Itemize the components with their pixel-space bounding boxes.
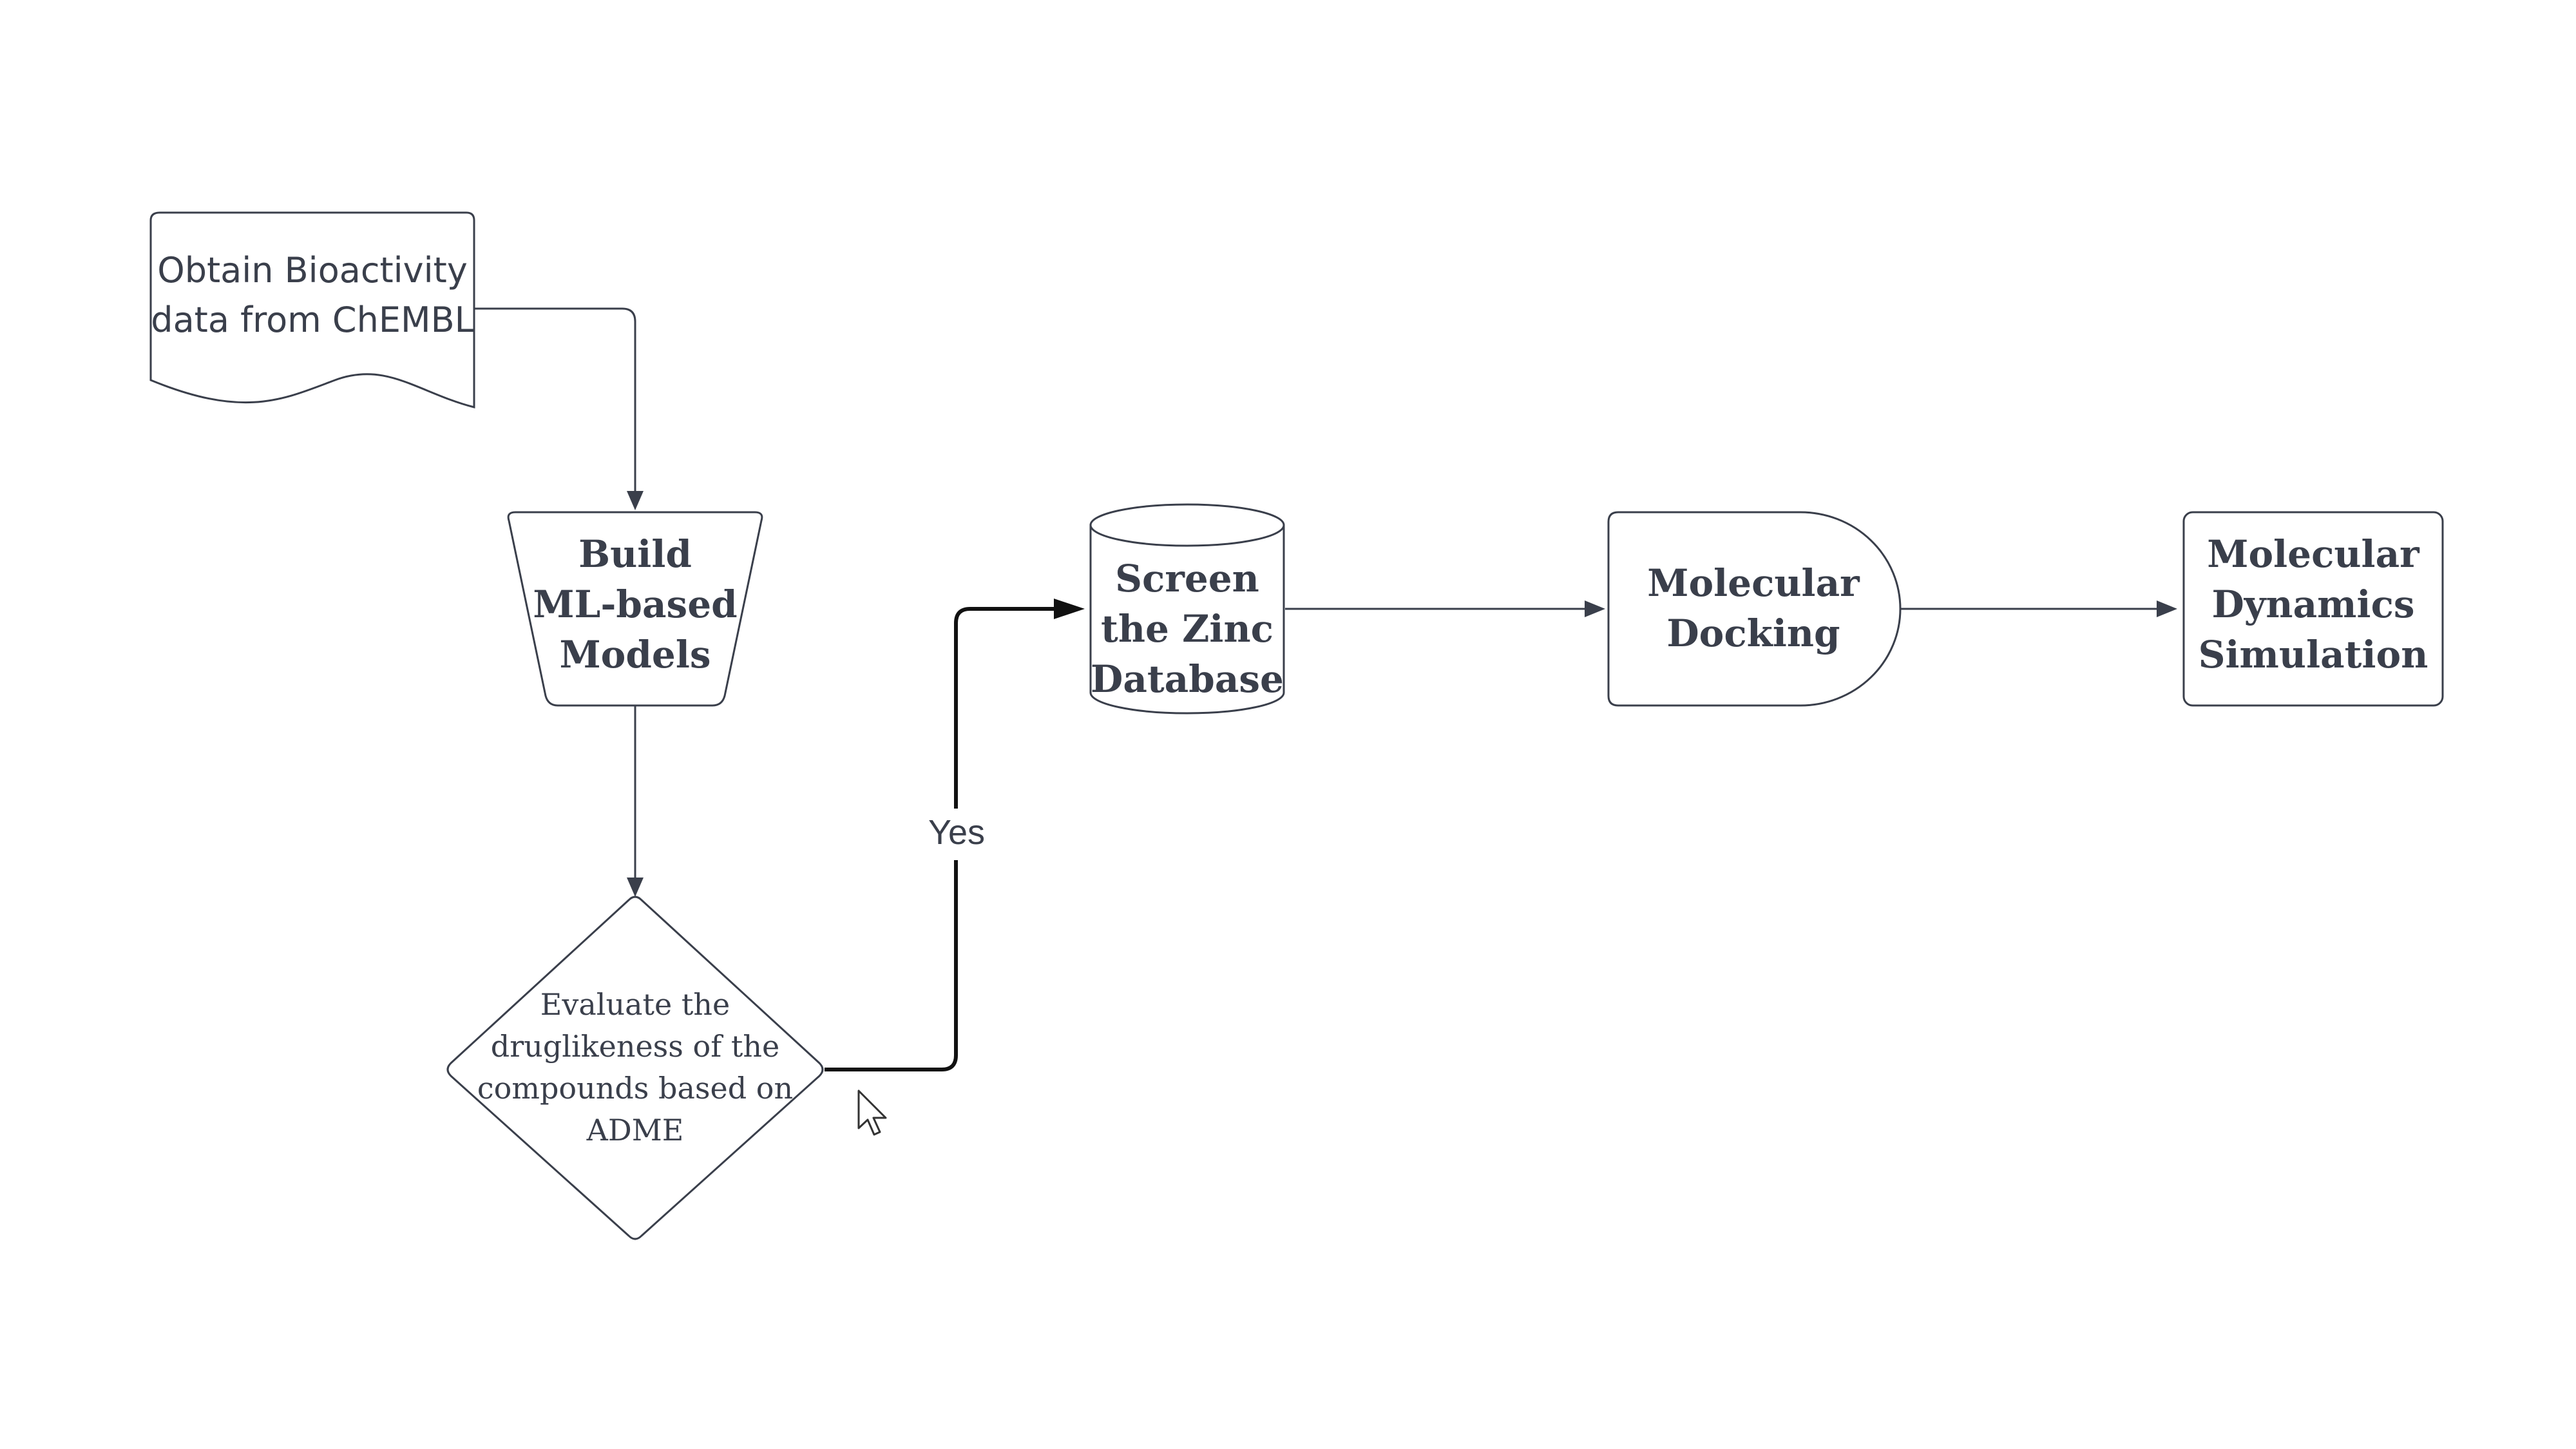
node-evaluate-line-4: ADME (586, 1113, 684, 1147)
cylinder-top (1089, 503, 1285, 547)
node-screen-line-2: the Zinc (1101, 607, 1274, 651)
edge-evaluate-to-screen[interactable]: Yes (825, 599, 1085, 1071)
node-evaluate-line-1: Evaluate the (540, 987, 730, 1022)
node-build-line-3: Models (559, 633, 711, 677)
node-obtain-bioactivity[interactable]: Obtain Bioactivity data from ChEMBL (149, 211, 475, 408)
node-molecular-docking[interactable]: Molecular Docking (1607, 511, 1902, 707)
edge-screen-to-docking[interactable] (1285, 600, 1605, 617)
trapezoid-shape (507, 511, 763, 707)
node-molecular-dynamics[interactable]: Molecular Dynamics Simulation (2182, 511, 2444, 707)
node-evaluate-line-3: compounds based on (477, 1071, 793, 1106)
edge-obtain-to-build[interactable] (474, 307, 644, 510)
edge-build-to-evaluate[interactable] (627, 705, 644, 897)
mouse-pointer-icon (857, 1089, 887, 1136)
node-evaluate-druglikeness[interactable]: Evaluate the druglikeness of the compoun… (446, 896, 824, 1240)
node-docking-line-2: Docking (1666, 611, 1840, 655)
node-build-line-2: ML-based (533, 582, 737, 626)
node-screen-zinc-database[interactable]: Screen the Zinc Database (1089, 503, 1285, 715)
cylinder-body (1089, 524, 1285, 715)
process-shape (2182, 511, 2444, 707)
node-build-line-1: Build (578, 532, 692, 576)
node-evaluate-line-2: druglikeness of the (491, 1029, 779, 1064)
diamond-shape (446, 896, 824, 1240)
node-screen-line-3: Database (1091, 657, 1284, 701)
edge-label-bg (921, 809, 992, 860)
node-obtain-line-1: Obtain Bioactivity (157, 250, 468, 291)
node-dynamics-line-3: Simulation (2199, 633, 2428, 677)
node-docking-line-1: Molecular (1647, 561, 1860, 605)
edge-label-yes: Yes (928, 813, 985, 852)
node-build-ml-models[interactable]: Build ML-based Models (507, 511, 763, 707)
node-obtain-line-2: data from ChEMBL (151, 300, 473, 340)
delay-shape (1607, 511, 1902, 707)
node-dynamics-line-1: Molecular (2207, 532, 2420, 576)
node-screen-line-1: Screen (1115, 557, 1259, 600)
edge-docking-to-dynamics[interactable] (1900, 600, 2177, 617)
node-dynamics-line-2: Dynamics (2211, 582, 2414, 626)
document-shape (149, 211, 475, 408)
